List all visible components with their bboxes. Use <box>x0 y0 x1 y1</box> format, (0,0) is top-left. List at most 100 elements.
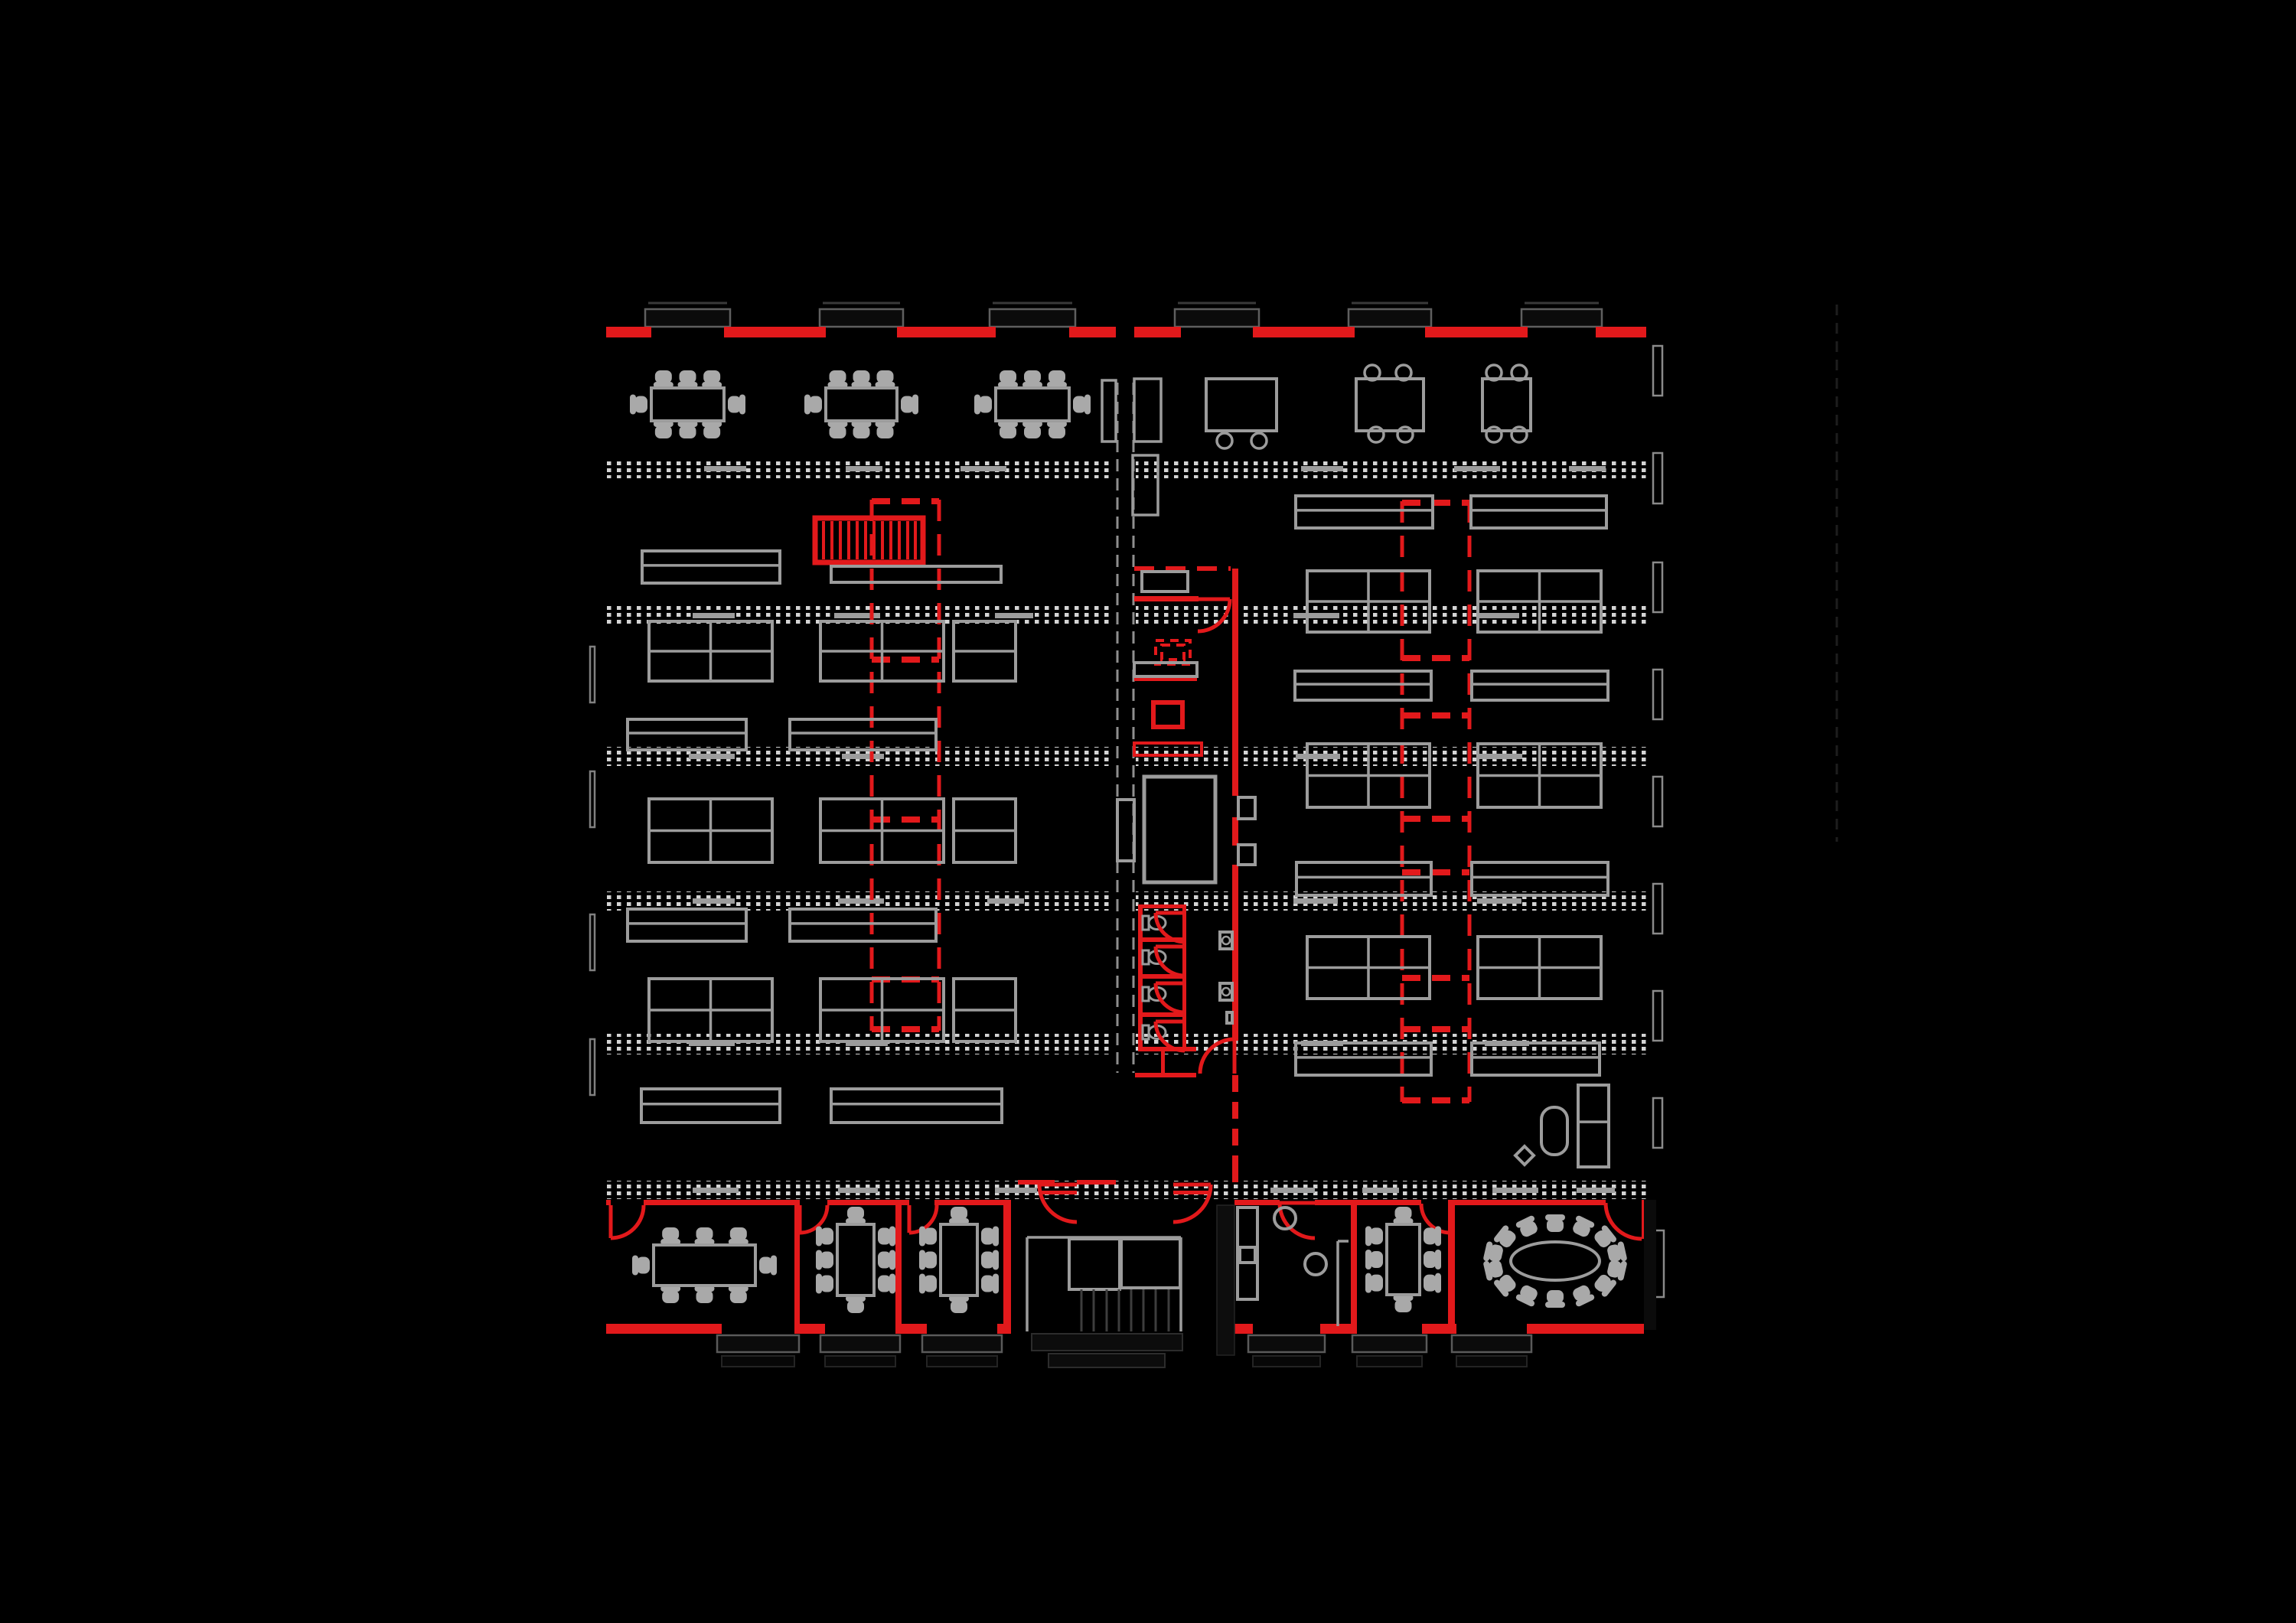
red-top-wall-item <box>1069 327 1116 337</box>
sideboard <box>1577 1084 1610 1168</box>
kitchenette-stools <box>1273 1206 1328 1276</box>
window-sills-bottom-item <box>1450 1334 1533 1354</box>
joint-cabinets-item <box>1101 379 1117 443</box>
floor-vents-item <box>704 466 746 471</box>
chair <box>728 394 745 415</box>
core-gray-furniture-item <box>1237 796 1257 820</box>
void-outline-left <box>869 500 941 1031</box>
chair <box>694 1227 715 1245</box>
chair <box>1483 1260 1503 1281</box>
dotted-strip <box>1134 606 1646 625</box>
red-top-wall-item <box>606 327 651 337</box>
oval-conference <box>1483 1214 1627 1308</box>
meeting-room-walls-right-item <box>1448 1200 1455 1330</box>
chair <box>974 394 992 415</box>
chair <box>878 1226 895 1247</box>
window-frames-top-item <box>988 308 1077 328</box>
core-red-walls-item <box>1161 1051 1165 1073</box>
table <box>824 386 899 422</box>
chair <box>1483 1241 1503 1262</box>
sink-basins-item <box>1221 935 1231 946</box>
window-frames-top-item <box>1520 308 1603 328</box>
stool-tables-top-right-item <box>1205 377 1278 432</box>
vestibule-top-wall-item <box>1039 1191 1077 1194</box>
red-top-wall-item <box>1596 327 1646 337</box>
core-red-walls-item <box>1134 596 1199 601</box>
red-stair-treads <box>822 521 917 559</box>
red-top-wall-item <box>724 327 826 337</box>
chair <box>1594 1274 1616 1297</box>
chair <box>846 1207 866 1224</box>
chair <box>875 370 895 388</box>
floor-vents-item <box>1293 613 1339 618</box>
door-arcs-item <box>1153 911 1186 944</box>
chair <box>1073 394 1091 415</box>
meeting-room-walls-left-item <box>934 1200 1003 1205</box>
window-frames-top <box>644 308 1603 328</box>
chair <box>1424 1250 1441 1269</box>
right-facade-window-marks-item <box>1652 344 1664 397</box>
door-arcs-item <box>1153 944 1186 978</box>
sideboard <box>1470 861 1609 897</box>
core-gray-furniture-item <box>1225 1011 1234 1025</box>
window-sills-bottom-outer-item <box>1456 1355 1528 1367</box>
chair <box>653 370 673 388</box>
window-sills-bottom-item <box>716 1334 801 1354</box>
vestibule-top-wall-item <box>1077 1180 1116 1185</box>
chair <box>677 370 698 388</box>
vestibule-top-wall-item <box>1173 1191 1211 1194</box>
stools-item <box>1394 363 1413 382</box>
stools-item <box>1485 363 1503 382</box>
door-arcs-item <box>608 1204 646 1240</box>
floor-vents-item <box>1477 898 1521 904</box>
meeting-room-walls-left-item <box>644 1200 800 1205</box>
red-bottom-wall-item <box>1527 1324 1644 1334</box>
core-shaft <box>1151 700 1185 729</box>
kitchenette-item <box>1236 1206 1259 1301</box>
entry-stair-treads <box>1080 1289 1170 1331</box>
dotted-strip <box>606 1181 1646 1199</box>
floor-vents-item <box>995 1188 1037 1193</box>
floor-vents-item <box>846 1041 888 1046</box>
floor-vents-item <box>1569 466 1606 471</box>
core-gray-furniture-item <box>1133 661 1199 678</box>
core-gray-furniture-item <box>1237 843 1257 866</box>
right-facade-window-marks-item <box>1652 451 1664 505</box>
meeting-room-walls-right-item <box>1450 1200 1606 1205</box>
chair <box>998 421 1018 438</box>
floor-vents-item <box>1454 466 1500 471</box>
sideboard <box>788 718 938 751</box>
core-red-walls-item <box>1642 1201 1645 1239</box>
chair <box>632 1255 650 1276</box>
appliance-dashed-item <box>1160 644 1186 661</box>
entry-outside-steps <box>1031 1333 1183 1368</box>
window-sills-bottom-outer-item <box>1252 1355 1321 1367</box>
chair <box>1607 1260 1627 1281</box>
table <box>994 386 1071 422</box>
floor-vents-item <box>846 466 882 471</box>
core-gray-furniture-item <box>1140 570 1189 593</box>
chair <box>816 1226 833 1247</box>
sideboard <box>1293 670 1433 702</box>
door-arcs <box>608 597 1642 1241</box>
core-red-walls-item <box>1138 1047 1196 1051</box>
door-arcs-item <box>797 1204 830 1235</box>
chair <box>851 370 872 388</box>
red-bottom-wall-item <box>1422 1324 1456 1334</box>
chair <box>1573 1215 1595 1237</box>
chair <box>846 1295 866 1313</box>
core-red-bench <box>1133 741 1203 757</box>
right-facade-window-marks-item <box>1652 989 1664 1042</box>
sideboard <box>641 549 781 585</box>
core-shaft-item <box>1151 700 1185 729</box>
chair <box>1393 1207 1414 1224</box>
chair <box>816 1250 833 1270</box>
core-red-walls-item <box>1135 1073 1196 1077</box>
chair <box>1515 1285 1538 1307</box>
core-red-walls-item <box>1138 937 1186 942</box>
joint-cabinets-item <box>1131 454 1159 517</box>
window-sills-bottom-outer-item <box>926 1355 998 1367</box>
chair <box>1047 370 1067 388</box>
oval-table <box>1509 1240 1601 1282</box>
